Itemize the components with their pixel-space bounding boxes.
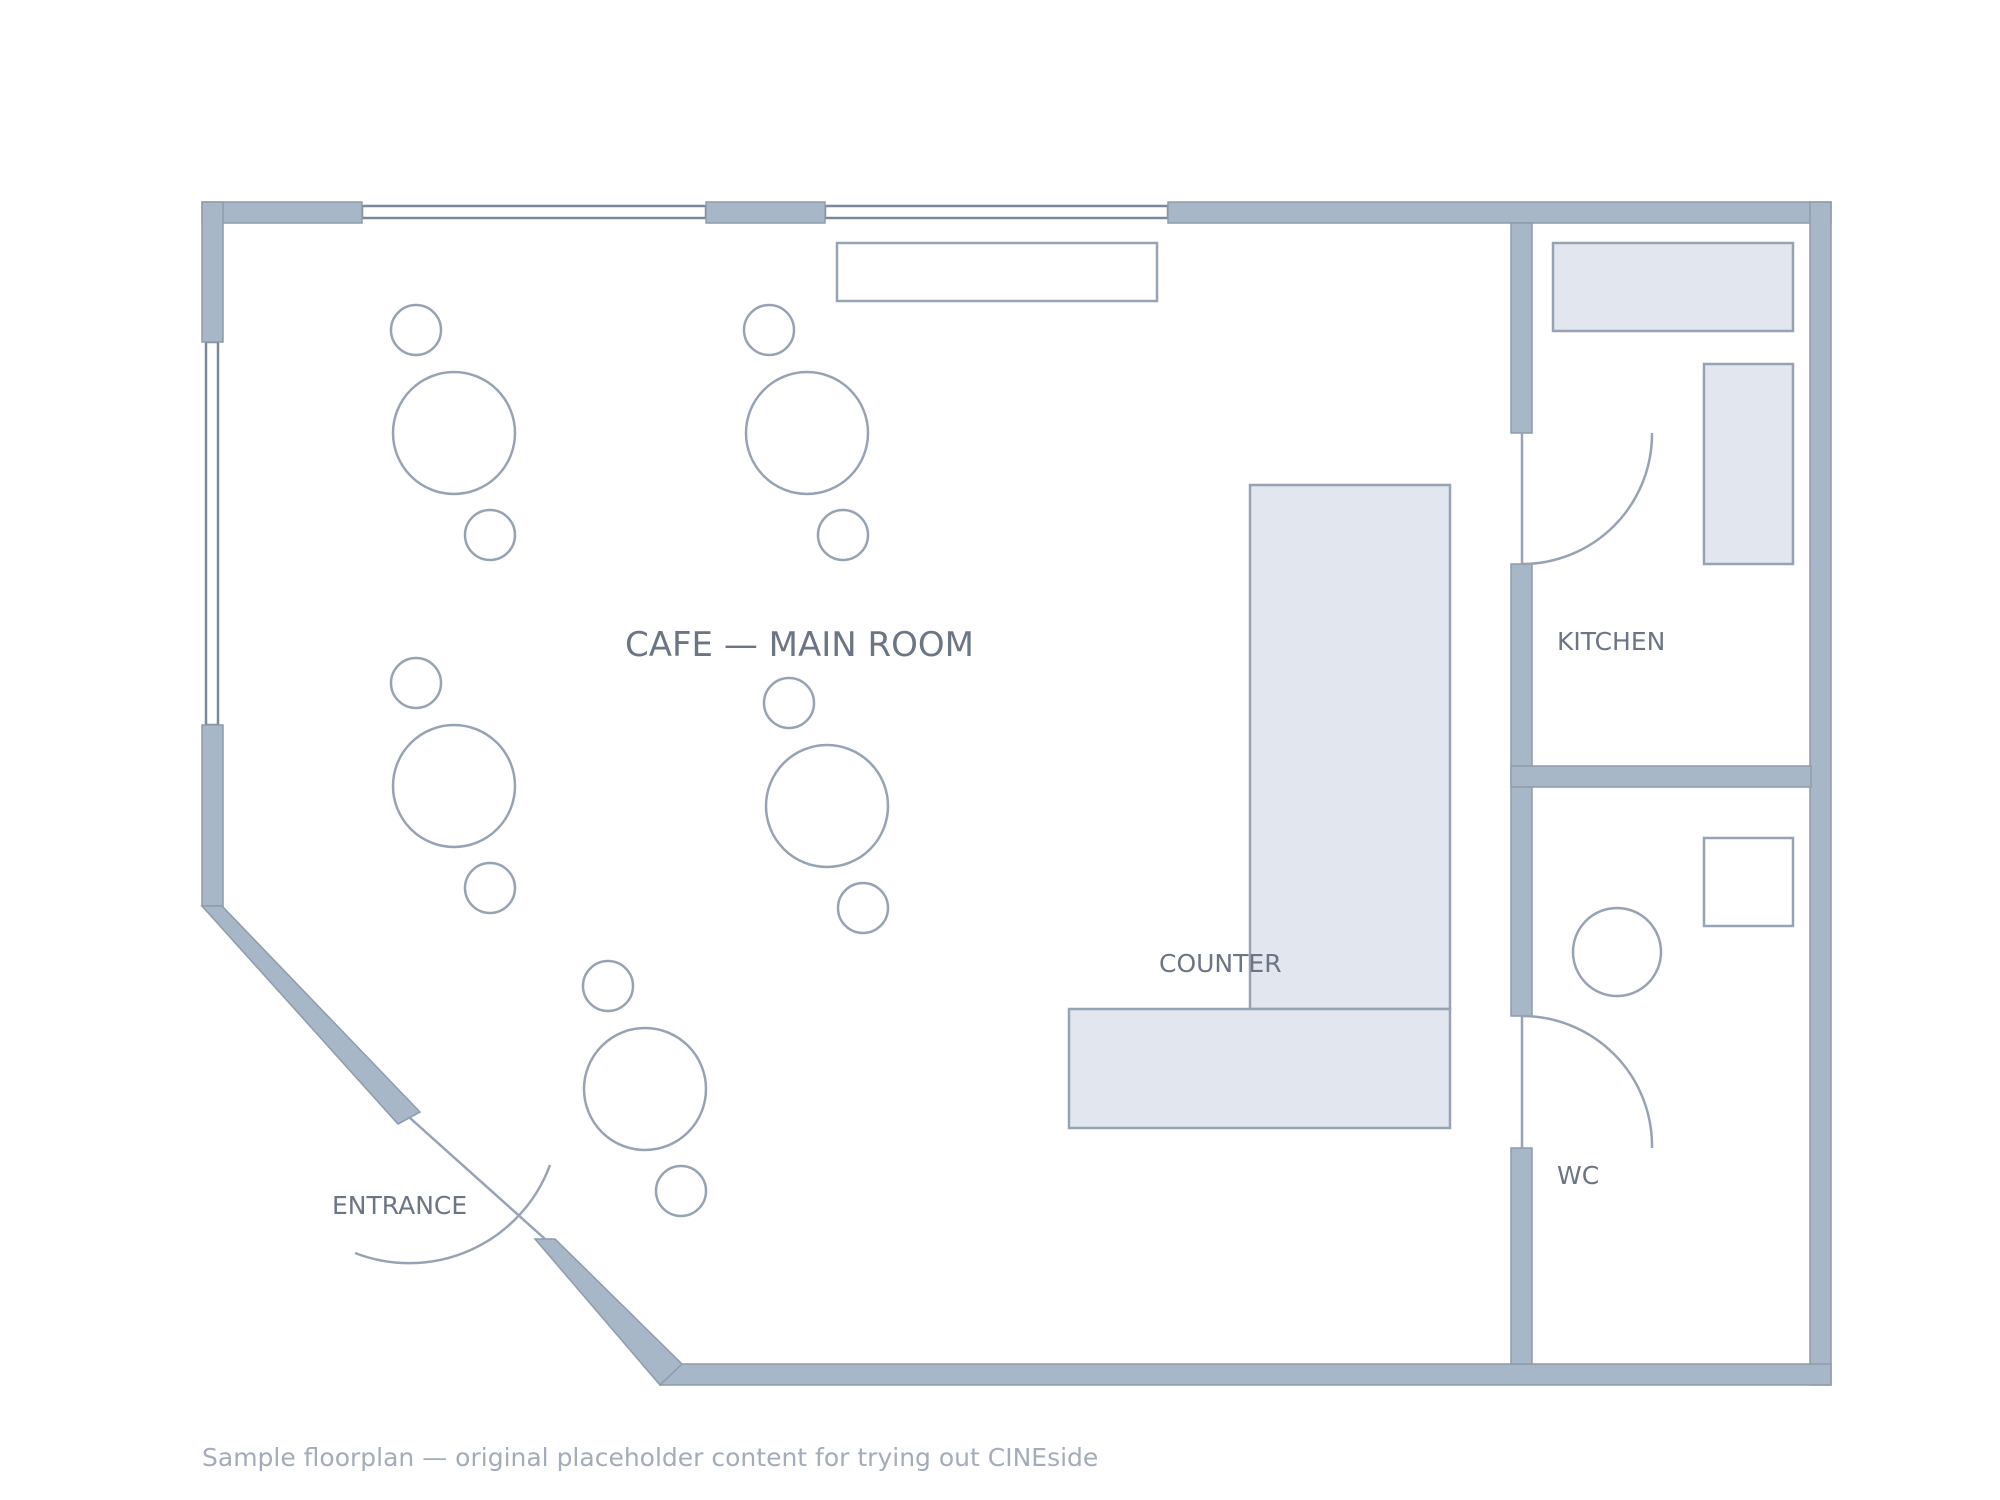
- window-left: [204, 340, 220, 727]
- doors: [354, 432, 1654, 1265]
- entrance-label: ENTRANCE: [332, 1191, 467, 1220]
- kitchen-worktop: [1551, 241, 1795, 333]
- wall-top-segment-3: [1167, 201, 1832, 224]
- chair: [816, 508, 870, 562]
- chair: [389, 303, 443, 357]
- wc-sink: [1702, 836, 1795, 928]
- table-group-2: [742, 303, 870, 562]
- fixtures: [835, 241, 1795, 1130]
- wall-right: [1809, 201, 1832, 1386]
- kitchen-appliance: [1702, 362, 1795, 566]
- table: [764, 743, 890, 869]
- caption: Sample floorplan — original placeholder …: [202, 1443, 1098, 1472]
- table-group-1: [389, 303, 517, 562]
- wall-left-upper: [201, 201, 224, 343]
- table-group-4: [762, 676, 890, 935]
- counter-label: COUNTER: [1159, 949, 1282, 978]
- table: [391, 723, 517, 849]
- door-entrance: [354, 1117, 552, 1265]
- wall-partition-2: [1510, 563, 1533, 1017]
- wall-partition-1: [1510, 222, 1533, 434]
- chair: [581, 959, 635, 1013]
- chair: [389, 656, 443, 710]
- chair: [836, 881, 890, 935]
- wall-kitchen-wc: [1510, 765, 1812, 788]
- wall-left-lower: [201, 724, 224, 907]
- door-kitchen: [1520, 432, 1654, 566]
- chair: [654, 1164, 708, 1218]
- wall-bottom: [659, 1363, 1832, 1386]
- table-group-5: [581, 959, 708, 1218]
- table-group-3: [389, 656, 517, 915]
- door-wc: [1520, 1014, 1654, 1149]
- kitchen-label: KITCHEN: [1557, 627, 1665, 656]
- counter-horizontal: [1067, 1007, 1452, 1130]
- wall-partition-3: [1510, 1147, 1533, 1365]
- chair: [463, 861, 517, 915]
- wall-top-segment-2: [705, 201, 826, 224]
- table: [744, 370, 870, 496]
- wc-toilet: [1571, 906, 1663, 998]
- wall-top-segment-1: [201, 201, 363, 224]
- wc-label: WC: [1557, 1161, 1599, 1190]
- walls: [200, 201, 1832, 1387]
- table: [582, 1026, 708, 1152]
- window-top-center: [823, 204, 1170, 220]
- chair: [463, 508, 517, 562]
- wall-diagonal-lower: [533, 1238, 684, 1387]
- window-top-left: [360, 204, 708, 220]
- main-room-label: CAFE — MAIN ROOM: [625, 625, 974, 665]
- counter-vertical: [1248, 483, 1452, 1011]
- wall-diagonal-upper: [200, 905, 422, 1125]
- table: [391, 370, 517, 496]
- chair: [742, 303, 796, 357]
- chair: [762, 676, 816, 730]
- bench-top: [835, 241, 1159, 303]
